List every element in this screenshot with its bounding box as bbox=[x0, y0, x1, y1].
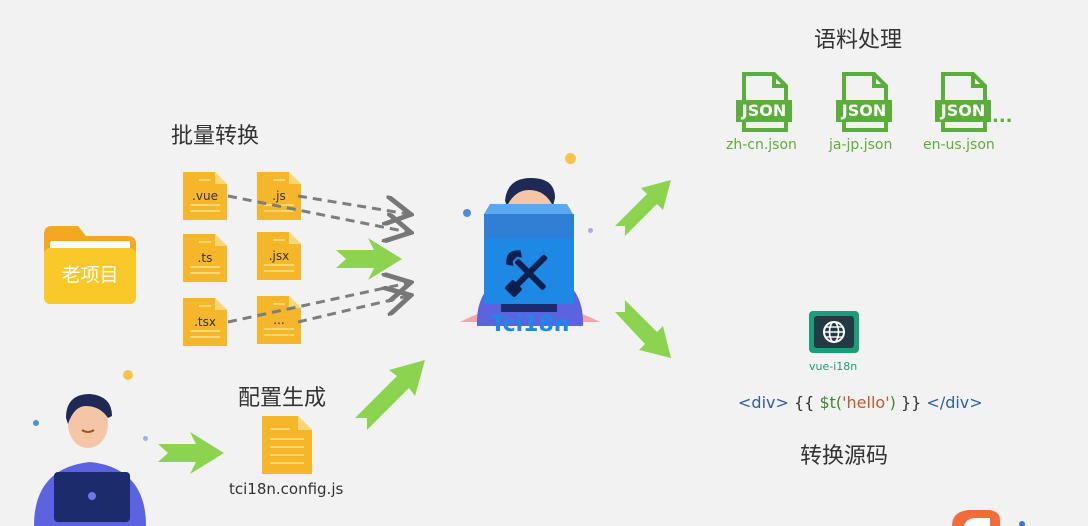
json-file-icon: JSON bbox=[836, 72, 892, 132]
document-icon bbox=[183, 172, 227, 220]
config-file-icon bbox=[262, 416, 312, 474]
json-icon bbox=[836, 72, 892, 132]
file-label: .js bbox=[272, 189, 286, 203]
file-vue: .vue bbox=[183, 172, 227, 220]
folder-label: 老项目 bbox=[61, 264, 119, 286]
green-arrow-right bbox=[158, 432, 224, 474]
heading-batch-convert: 批量转换 bbox=[171, 124, 260, 149]
heading-convert-source: 转换源码 bbox=[800, 444, 889, 469]
decor-dot bbox=[463, 209, 471, 217]
document-icon bbox=[183, 234, 227, 282]
developer-laptop-illustration bbox=[34, 394, 146, 526]
code-open-tag: <div> bbox=[738, 393, 789, 412]
folder-icon bbox=[44, 226, 136, 304]
code-close-tag: </div> bbox=[926, 393, 983, 412]
tci18n-tool-illustration: Tci18n bbox=[455, 176, 605, 341]
code-close-brace: }} bbox=[900, 393, 922, 412]
json-filename: en-us.json bbox=[923, 137, 995, 153]
json-icon bbox=[736, 72, 792, 132]
file-label: ... bbox=[273, 313, 285, 327]
developer-illustration bbox=[460, 178, 600, 326]
dashed-arrow bbox=[297, 194, 408, 214]
code-fn: $t( bbox=[819, 393, 843, 412]
decor-dot bbox=[143, 436, 148, 441]
green-arrow-up-right bbox=[615, 180, 671, 236]
code-arg: 'hello' bbox=[842, 393, 890, 412]
file-tsx: .tsx bbox=[183, 298, 227, 346]
decor-dot bbox=[33, 420, 39, 426]
json-file-icon: JSON bbox=[736, 72, 792, 132]
json-more: ... bbox=[992, 106, 1013, 127]
heading-corpus: 语料处理 bbox=[814, 28, 903, 53]
code-open-brace: {{ bbox=[793, 393, 815, 412]
decor-dot bbox=[123, 370, 133, 380]
old-project-folder: 老项目 bbox=[44, 226, 136, 304]
green-arrow-up-right bbox=[355, 360, 425, 430]
json-filename: ja-jp.json bbox=[829, 137, 893, 153]
green-arrow-down-right bbox=[615, 300, 671, 358]
code-close-paren: ) bbox=[889, 393, 896, 412]
json-icon-label: JSON bbox=[940, 101, 986, 120]
json-icon-label: JSON bbox=[741, 101, 787, 120]
dashed-arrow bbox=[227, 194, 408, 232]
file-label: .vue bbox=[192, 189, 218, 203]
config-filename: tci18n.config.js bbox=[229, 480, 344, 498]
file-label: .tsx bbox=[194, 315, 216, 329]
json-icon-label: JSON bbox=[841, 101, 887, 120]
green-arrow-right bbox=[336, 238, 402, 280]
vue-i18n-label: vue-i18n bbox=[809, 360, 858, 373]
heading-config-gen: 配置生成 bbox=[238, 386, 327, 411]
json-filename: zh-cn.json bbox=[726, 137, 797, 153]
globe-icon bbox=[823, 321, 845, 343]
code-snippet: <div> {{ $t('hello') }} </div> bbox=[738, 393, 983, 412]
json-icon bbox=[935, 72, 991, 132]
file-jsx: .jsx bbox=[257, 232, 301, 280]
dashed-arrow bbox=[227, 283, 408, 324]
corner-logo bbox=[952, 510, 1025, 526]
decor-dot bbox=[588, 228, 593, 233]
json-file-icon: JSON bbox=[935, 72, 991, 132]
dashed-arrow bbox=[297, 296, 408, 324]
decor-dot bbox=[565, 153, 576, 164]
file-ts: .ts bbox=[183, 234, 227, 282]
tool-name: Tci18n bbox=[490, 312, 570, 337]
file-label: .ts bbox=[197, 251, 213, 265]
vue-i18n-icon bbox=[809, 311, 859, 353]
file-label: .jsx bbox=[268, 249, 290, 263]
document-icon bbox=[262, 416, 312, 474]
document-icon bbox=[183, 298, 227, 346]
document-icon bbox=[257, 232, 301, 280]
